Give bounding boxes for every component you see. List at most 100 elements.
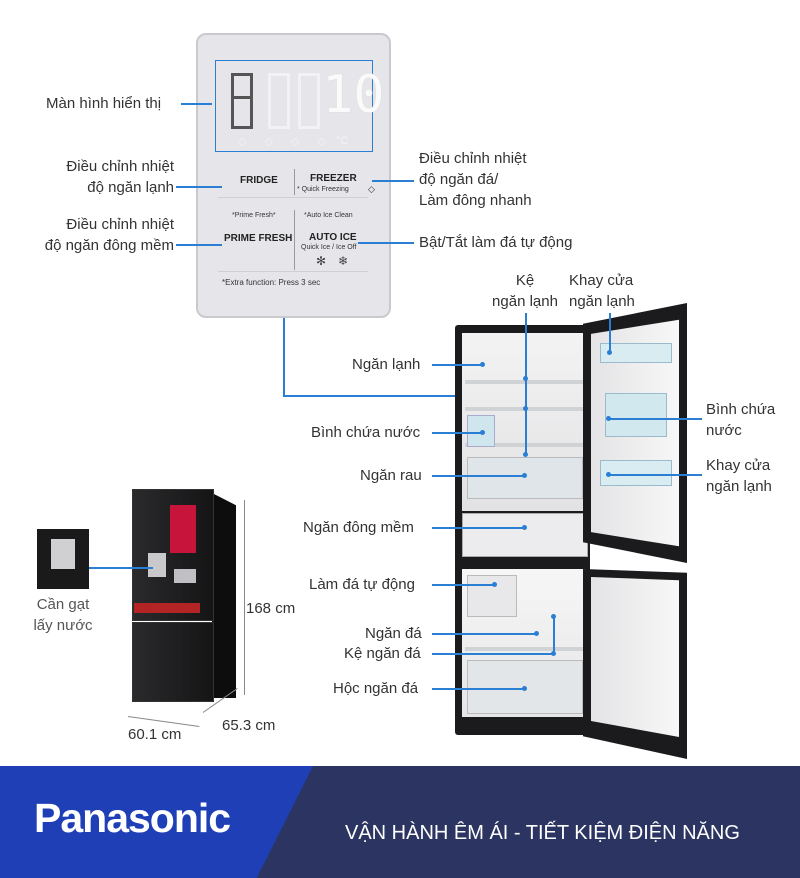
quick-ice-label: Quick Ice / Ice Off [301, 244, 357, 251]
leader-freezer-shelf-v [553, 616, 555, 654]
label-veg-drawer: Ngăn rau [360, 467, 422, 484]
fridge-closed-side [212, 493, 236, 698]
quick-freezing-icon: ◇ [368, 184, 375, 194]
label-freezer-temp-line1: Điều chỉnh nhiệt [419, 150, 527, 167]
auto-ice-button[interactable]: AUTO ICE [309, 232, 357, 243]
label-lever-line1: Cần gạt [36, 596, 90, 613]
label-freezer-temp-line3: Làm đông nhanh [419, 192, 532, 209]
leader-freezer-shelf-dot-2 [551, 651, 556, 656]
leader-door-tray-bottom-dot [606, 472, 611, 477]
ice-maker-unit [467, 575, 517, 617]
fridge-closed-sticker [170, 505, 196, 553]
quick-freezing-label: * Quick Freezing [297, 186, 349, 193]
label-fridge-temp: Điều chỉnh nhiệt độ ngăn lạnh [38, 156, 174, 198]
leader-freezer-temp [372, 180, 414, 182]
auto-ice-clean-note: *Auto Ice Clean [304, 212, 353, 219]
leader-water-tank-left [432, 432, 482, 434]
fridge-closed-dispenser [148, 553, 166, 577]
display-icons: ◇◇◇◇ [238, 136, 344, 148]
panel-connector-h [283, 395, 465, 397]
fridge-open [455, 303, 695, 759]
label-door-tray-bottom-line1: Khay cửa [706, 457, 771, 474]
label-freezer-temp: Điều chỉnh nhiệt độ ngăn đá/ Làm đông nh… [419, 148, 532, 211]
fridge-closed [130, 485, 240, 710]
leader-freezer-shelf [432, 653, 554, 655]
leader-shelf-dot-2 [523, 406, 528, 411]
label-water-tank-right-line2: nước [706, 422, 742, 439]
panel-divider-v1 [294, 169, 295, 195]
footer-band [0, 766, 800, 878]
label-shelf-line2: ngăn lạnh [492, 293, 558, 310]
leader-soft-temp [176, 244, 222, 246]
leader-lever [89, 567, 153, 569]
leader-water-tank-right-dot [606, 416, 611, 421]
label-soft-temp-line1: Điều chỉnh nhiệt [66, 216, 174, 233]
leader-fridge-temp [176, 186, 222, 188]
freezer-button[interactable]: FREEZER [310, 173, 357, 184]
label-ice-bin: Hộc ngăn đá [333, 680, 419, 697]
degree-symbol: °C [336, 135, 349, 147]
label-door-tray-top: Khay cửa ngăn lạnh [569, 270, 635, 312]
prime-fresh-note: *Prime Fresh* [232, 212, 276, 219]
leader-fridge-compartment-dot [480, 362, 485, 367]
lever-inset-handle [51, 539, 75, 569]
footer-slogan: VẬN HÀNH ÊM ÁI - TIẾT KIỆM ĐIỆN NĂNG [345, 822, 740, 844]
label-freezer-shelf: Kệ ngăn đá [344, 645, 421, 662]
label-lever: Cần gạt lấy nước [20, 594, 106, 636]
leader-door-tray-top-dot [607, 350, 612, 355]
fridge-closed-lower-door [132, 622, 214, 702]
fridge-button[interactable]: FRIDGE [240, 175, 278, 186]
digit-segment-faint-2 [298, 73, 320, 129]
leader-soft-freeze-dot [522, 525, 527, 530]
dim-height-line [244, 500, 245, 695]
label-door-tray-bottom-line2: ngăn lạnh [706, 478, 772, 495]
leader-fridge-compartment [432, 364, 482, 366]
digit-segment-dark [231, 73, 253, 129]
brand-logo: Panasonic [34, 795, 231, 841]
label-door-tray-top-line2: ngăn lạnh [569, 293, 635, 310]
leader-auto-ice-maker [432, 584, 494, 586]
label-shelf: Kệ ngăn lạnh [480, 270, 570, 312]
shelf-1 [465, 380, 583, 384]
fridge-closed-upper-door [132, 489, 214, 621]
panel-divider-h [218, 197, 368, 198]
label-shelf-line1: Kệ [515, 272, 535, 289]
label-water-tank-left: Bình chứa nước [311, 424, 421, 441]
soft-freeze-drawer [462, 513, 588, 557]
digit-segment-faint-1 [268, 73, 290, 129]
leader-door-tray-top [609, 313, 611, 353]
leader-door-tray-bottom [608, 474, 702, 476]
fridge-closed-panel [174, 569, 196, 583]
leader-water-tank-right [608, 418, 702, 420]
leader-ice-bin-dot [522, 686, 527, 691]
door-tray-top [600, 343, 672, 363]
shelf-3 [465, 443, 583, 447]
lower-door-liner [591, 577, 679, 737]
label-auto-ice-maker: Làm đá tự động [309, 576, 415, 593]
veg-drawer [467, 457, 583, 499]
door-water-tank [605, 393, 667, 437]
label-soft-temp-line2: độ ngăn đông mềm [44, 237, 174, 254]
dim-width: 60.1 cm [128, 726, 182, 743]
leader-ice-bin [432, 688, 524, 690]
dim-height: 168 cm [246, 600, 296, 617]
leader-shelf-dot-3 [523, 452, 528, 457]
label-door-tray-bottom: Khay cửa ngăn lạnh [706, 455, 772, 497]
water-tank-inner [467, 415, 495, 447]
leader-freezer-compartment-dot [534, 631, 539, 636]
display-highlight-box [215, 60, 373, 152]
leader-display [181, 103, 212, 105]
panel-connector-v [283, 318, 285, 396]
label-soft-temp: Điều chỉnh nhiệt độ ngăn đông mềm [24, 214, 174, 256]
lever-inset [37, 529, 89, 589]
door-tray-bottom [600, 460, 672, 486]
leader-veg-drawer-dot [522, 473, 527, 478]
label-freezer-temp-line2: độ ngăn đá/ [419, 171, 499, 188]
panel-divider-h2 [218, 271, 368, 272]
prime-fresh-button[interactable]: PRIME FRESH [224, 233, 293, 244]
label-water-tank-right-line1: Bình chứa [706, 401, 776, 418]
footer-brand-block [0, 766, 313, 878]
leader-freezer-compartment [432, 633, 536, 635]
leader-auto-ice-maker-dot [492, 582, 497, 587]
leader-shelf [525, 313, 527, 455]
